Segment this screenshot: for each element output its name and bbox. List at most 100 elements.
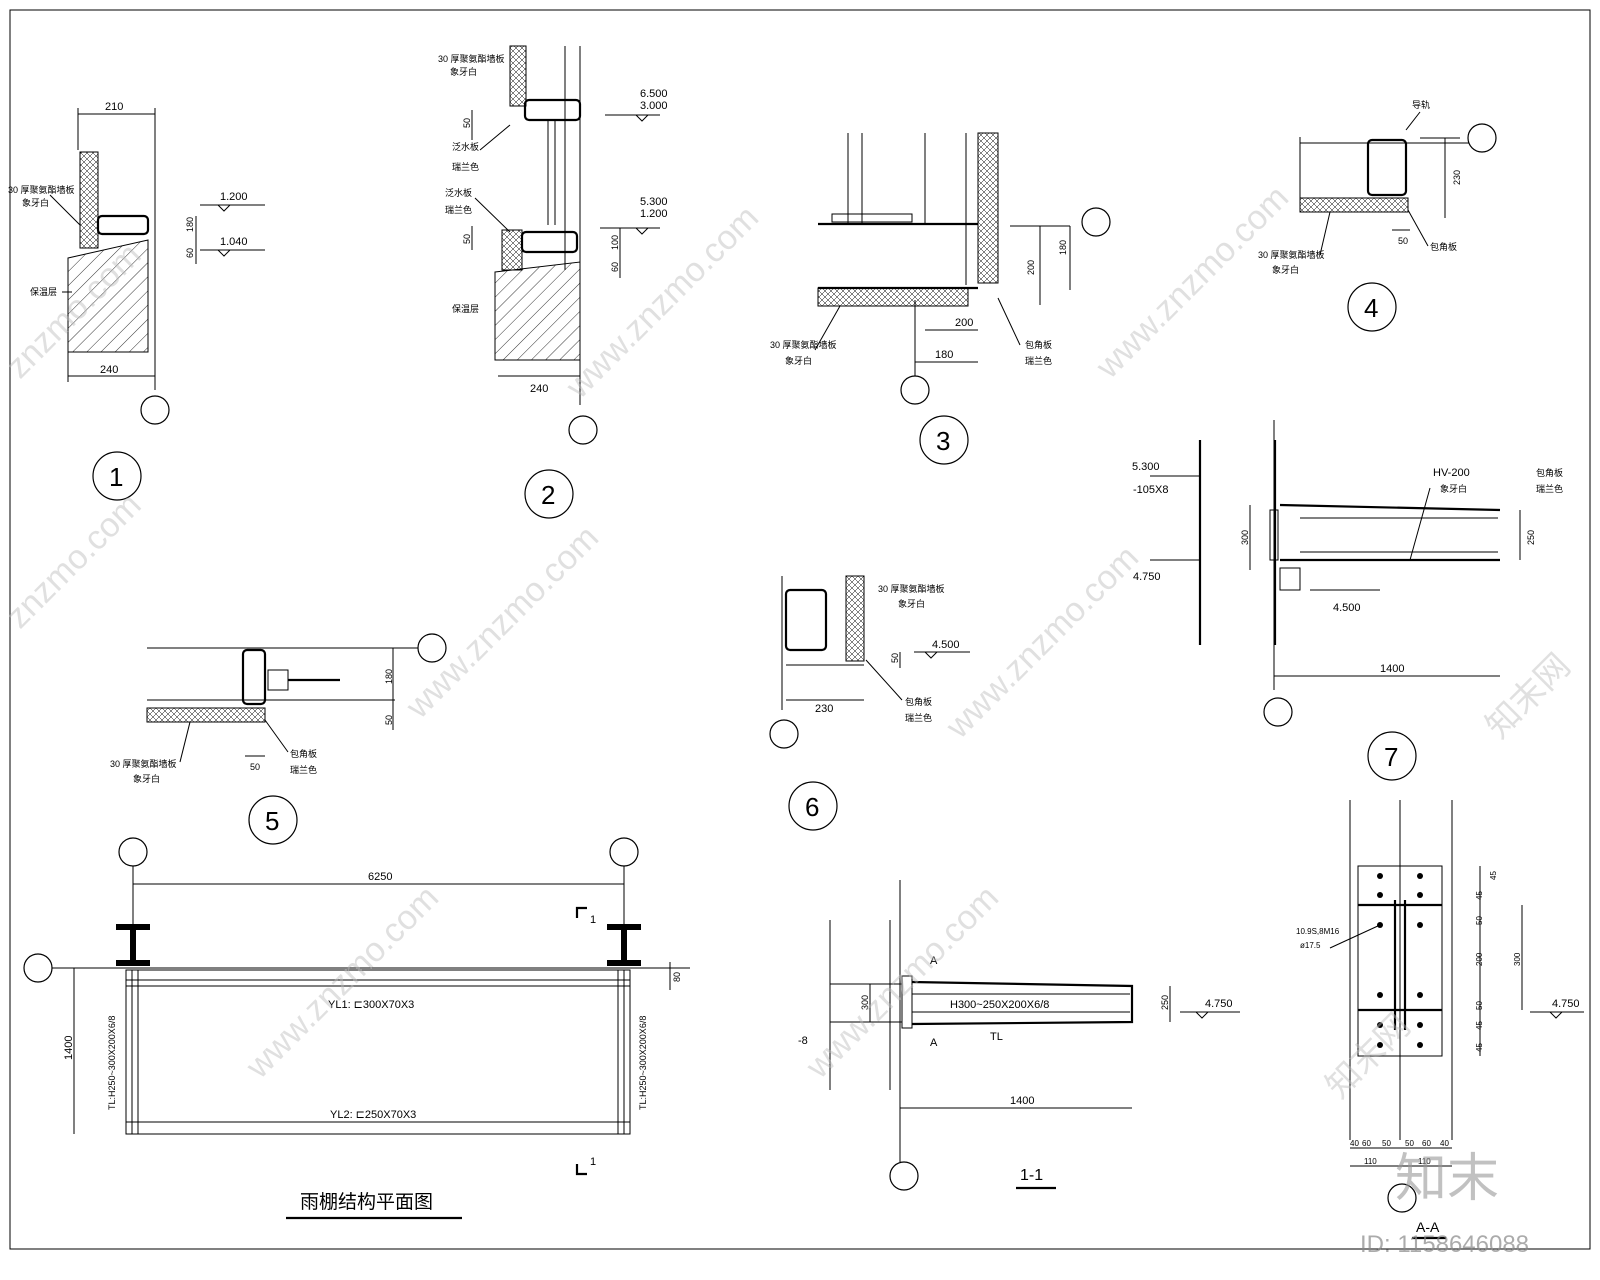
s11-cut-b: A bbox=[930, 1037, 938, 1049]
d5-label-panel-a: 30 厚聚氨酯墙板 bbox=[110, 758, 177, 769]
d2-elev-a1: 6.500 bbox=[640, 88, 668, 100]
d1-dim-top: 210 bbox=[105, 101, 123, 113]
aa-dim-b2: 50 bbox=[1382, 1139, 1391, 1148]
d7-dim-1400: 1400 bbox=[1380, 663, 1404, 675]
d6-wall-panel bbox=[845, 575, 865, 662]
d4-label-top: 导轨 bbox=[1412, 99, 1430, 110]
s11-axis-bubble bbox=[889, 1161, 919, 1191]
aa-dim-b4: 60 bbox=[1422, 1139, 1431, 1148]
d1-number: 1 bbox=[109, 462, 123, 492]
d2-number-bubble bbox=[524, 469, 574, 519]
d7-label-trim-a: 包角板 bbox=[1536, 467, 1563, 478]
d7-dim-250: 250 bbox=[1526, 530, 1536, 545]
detail-6: 230 50 4.500 30 厚聚氨酯墙板 象牙白 包角板 瑞兰色 6 bbox=[769, 575, 970, 831]
d2-elev-b2: 1.200 bbox=[640, 208, 668, 220]
d1-elev-a: 1.200 bbox=[220, 191, 248, 203]
d2-upper-purlin bbox=[523, 98, 582, 122]
s11-tl: TL bbox=[990, 1031, 1003, 1043]
watermark-logo-1: 知末网 bbox=[1479, 647, 1578, 746]
d1-label-insulation: 保温层 bbox=[30, 286, 57, 297]
d2-dim-100: 100 bbox=[610, 235, 620, 250]
d3-label-panel-b: 象牙白 bbox=[785, 355, 812, 366]
aa-dim-r2: 50 bbox=[1475, 916, 1484, 925]
d1-dim-b: 60 bbox=[185, 248, 195, 258]
aa-dim-b2-0: 110 bbox=[1364, 1157, 1377, 1166]
aa-dim-b3: 50 bbox=[1405, 1139, 1414, 1148]
d3-dim-180h: 180 bbox=[935, 349, 953, 361]
d3-label-trim-b: 瑞兰色 bbox=[1025, 355, 1052, 366]
d6-purlin bbox=[784, 588, 828, 652]
d2-lower-purlin bbox=[520, 230, 579, 254]
aa-dim-r0: 45 bbox=[1489, 871, 1498, 880]
watermark-brand: 知末 bbox=[1395, 1150, 1499, 1208]
d4-label-panel-b: 象牙白 bbox=[1272, 264, 1299, 275]
canopy-plan: 6250 YL1: ⊏300X70X3 YL2: ⊏250X70X3 TL:H2… bbox=[23, 837, 690, 1220]
d5-purlin bbox=[241, 648, 267, 706]
d6-label-trim-a: 包角板 bbox=[905, 696, 932, 707]
d1-number-bubble bbox=[92, 451, 142, 501]
s11-dim-250: 250 bbox=[1160, 995, 1170, 1010]
sheet-frame bbox=[9, 9, 1591, 1250]
d6-axis-bubble bbox=[769, 719, 799, 749]
d2-elev-b1: 5.300 bbox=[640, 196, 668, 208]
plan-dim-80: 80 bbox=[672, 972, 682, 982]
d6-label-panel-a: 30 厚聚氨酯墙板 bbox=[878, 583, 945, 594]
aa-bolt-spec: 10.9S,8M16 bbox=[1296, 927, 1340, 936]
d2-label-panel-b: 象牙白 bbox=[450, 66, 477, 77]
aa-dim-300: 300 bbox=[1513, 952, 1522, 966]
d3-number-bubble bbox=[919, 415, 969, 465]
aa-dim-b5: 40 bbox=[1440, 1139, 1449, 1148]
watermark-site-7: www.znzmo.com bbox=[238, 878, 446, 1086]
d5-label-panel-b: 象牙白 bbox=[133, 773, 160, 784]
watermark-site-5: www.znzmo.com bbox=[398, 518, 606, 726]
d1-label-panel-a: 30 厚聚氨酯墙板 bbox=[8, 184, 75, 195]
d7-elev-a: 5.300 bbox=[1132, 461, 1160, 473]
detail-7: 5.300 -105X8 4.750 4.500 HV-200 象牙白 包角板 … bbox=[1132, 420, 1563, 781]
aa-axis-bubble bbox=[1387, 1183, 1417, 1213]
watermarks: znzmo.com www.znzmo.com www.znzmo.com zn… bbox=[0, 178, 1578, 1105]
d3-number: 3 bbox=[936, 426, 950, 456]
d5-dim-180: 180 bbox=[384, 669, 394, 684]
d2-dim-60: 60 bbox=[610, 262, 620, 272]
plan-column-left bbox=[116, 924, 150, 966]
d6-number-bubble bbox=[788, 781, 838, 831]
plan-axis-bubble-row bbox=[23, 953, 53, 983]
d6-dim-230: 230 bbox=[815, 703, 833, 715]
d2-dim-50a: 50 bbox=[462, 118, 472, 128]
watermark-site-3: www.znzmo.com bbox=[1088, 178, 1296, 386]
d2-dim-50b: 50 bbox=[462, 234, 472, 244]
s11-cut-a: A bbox=[930, 955, 938, 967]
d1-wall-panel bbox=[79, 151, 99, 249]
d2-label-flash2-a: 泛水板 bbox=[445, 187, 472, 198]
d4-label-trim: 包角板 bbox=[1430, 241, 1457, 252]
d3-dim-200v: 200 bbox=[1026, 260, 1036, 275]
plan-column-right bbox=[607, 924, 641, 966]
d1-dim-bot: 240 bbox=[100, 364, 118, 376]
aa-dim-r3: 200 bbox=[1475, 952, 1484, 966]
d7-label-trim-b: 瑞兰色 bbox=[1536, 483, 1563, 494]
detail-1: 210 240 30 厚聚氨酯墙板 象牙白 保温层 1.200 1.040 18… bbox=[8, 101, 265, 501]
d5-roof-panel bbox=[146, 707, 266, 723]
plan-yl1: YL1: ⊏300X70X3 bbox=[328, 999, 414, 1011]
d1-concrete bbox=[67, 239, 149, 353]
d7-elev-b: 4.750 bbox=[1133, 571, 1161, 583]
d7-elev-c: 4.500 bbox=[1333, 602, 1361, 614]
d5-number-bubble bbox=[248, 795, 298, 845]
d4-axis-bubble bbox=[1467, 123, 1497, 153]
d2-elev-a2: 3.000 bbox=[640, 100, 668, 112]
d1-elev-b: 1.040 bbox=[220, 236, 248, 248]
d4-dim-230: 230 bbox=[1452, 170, 1462, 185]
detail-3: 200 180 200 180 30 厚聚氨酯墙板 象牙白 包角板 瑞兰色 3 bbox=[770, 132, 1111, 465]
d1-dim-a: 180 bbox=[185, 217, 195, 232]
d6-number: 6 bbox=[805, 792, 819, 822]
plan-section-mark-bot: 1 bbox=[590, 1156, 596, 1168]
d3-label-trim-a: 包角板 bbox=[1025, 339, 1052, 350]
d5-dim-50h: 50 bbox=[250, 762, 260, 772]
d2-label-flash-b: 瑞兰色 bbox=[452, 161, 479, 172]
d4-roof-panel bbox=[1299, 197, 1409, 213]
d1-axis-bubble bbox=[140, 395, 170, 425]
d4-number-bubble bbox=[1347, 282, 1397, 332]
d7-plate: -105X8 bbox=[1133, 484, 1168, 496]
d4-purlin bbox=[1366, 138, 1408, 197]
d2-dim-bot: 240 bbox=[530, 383, 548, 395]
